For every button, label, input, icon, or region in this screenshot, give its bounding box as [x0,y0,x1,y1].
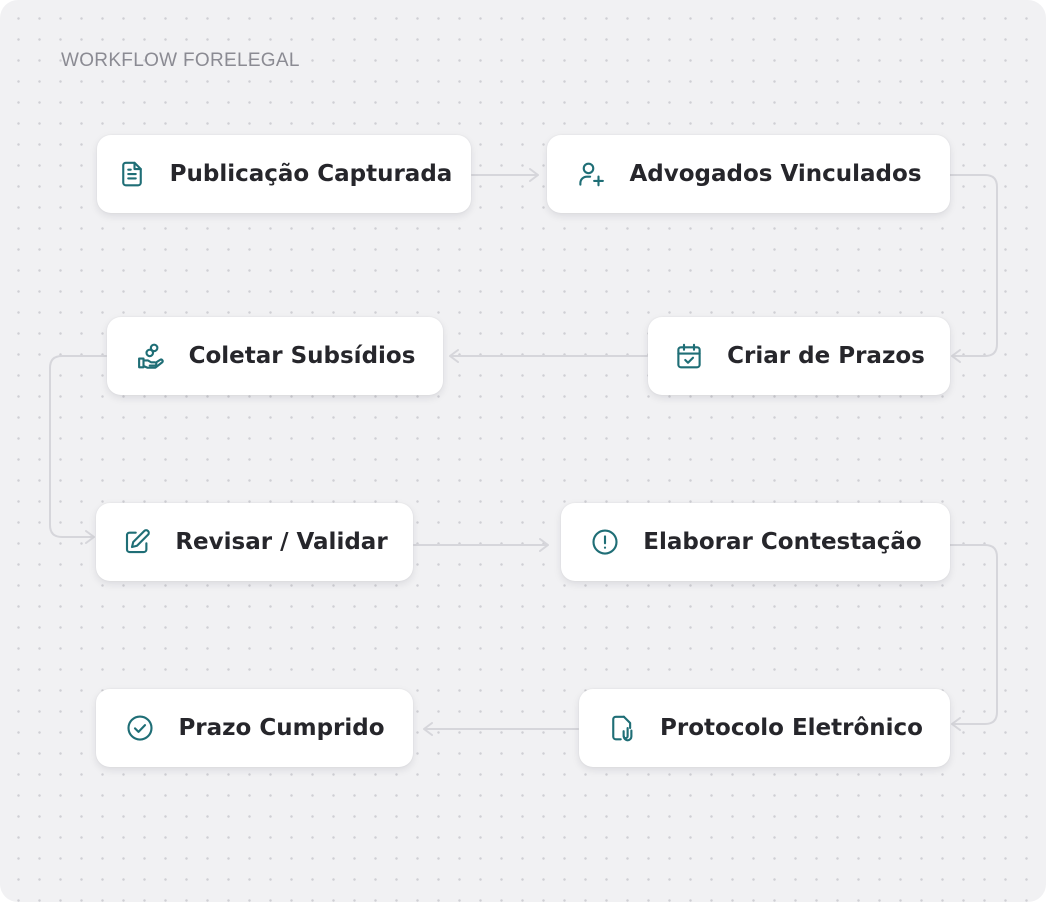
step-prazo-cumprido[interactable]: Prazo Cumprido [96,689,413,767]
step-label: Elaborar Contestação [643,529,922,555]
document-icon [116,158,148,190]
step-label: Criar de Prazos [727,343,925,369]
edit-icon [121,526,153,558]
connector-3-4 [449,349,648,363]
connector-1-2 [471,168,539,182]
user-plus-icon [575,158,607,190]
connector-4-5 [49,355,107,544]
step-revisar-validar[interactable]: Revisar / Validar [96,503,413,581]
step-label: Prazo Cumprido [178,715,385,741]
step-label: Publicação Capturada [169,161,453,187]
connector-2-3 [949,174,998,363]
step-elaborar-contestacao[interactable]: Elaborar Contestação [561,503,950,581]
step-label: Revisar / Validar [175,529,388,555]
page-title: WORKFLOW FORELEGAL [61,50,300,71]
connector-5-6 [413,538,549,552]
step-label: Protocolo Eletrônico [660,715,923,741]
calendar-check-icon [673,340,705,372]
step-coletar-subsidios[interactable]: Coletar Subsídios [107,317,443,395]
connector-7-8 [423,722,579,736]
step-label: Coletar Subsídios [188,343,416,369]
alert-circle-icon [589,526,621,558]
step-protocolo-eletronico[interactable]: Protocolo Eletrônico [579,689,950,767]
step-criar-de-prazos[interactable]: Criar de Prazos [648,317,950,395]
connector-6-7 [949,544,998,731]
file-clip-icon [606,712,638,744]
step-advogados-vinculados[interactable]: Advogados Vinculados [547,135,950,213]
hand-coins-icon [135,340,167,372]
step-publicacao-capturada[interactable]: Publicação Capturada [97,135,471,213]
check-circle-icon [124,712,156,744]
step-label: Advogados Vinculados [629,161,922,187]
